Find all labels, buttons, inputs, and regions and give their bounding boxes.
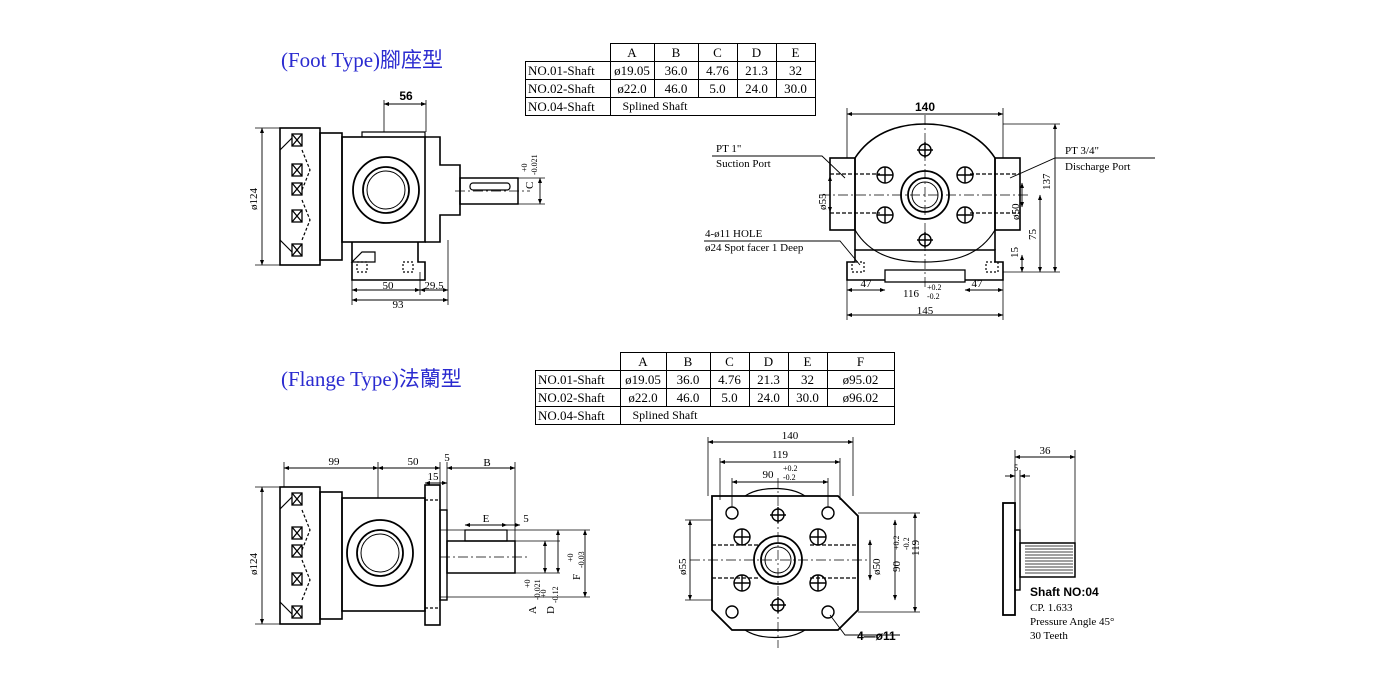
dim-50: ø50	[871, 558, 883, 575]
tol-A-minus: -0.021	[533, 579, 542, 600]
table-cell: 21.3	[736, 61, 777, 80]
dim-93: 93	[393, 299, 405, 311]
dim-90v: 90	[891, 561, 903, 573]
holes-label: 4—ø11	[857, 629, 896, 643]
hole-label: 4-ø11 HOLE	[705, 228, 763, 240]
dim-55: ø55	[817, 193, 829, 210]
foot-front-view	[704, 108, 1155, 320]
row-label: NO.01-Shaft	[525, 61, 611, 80]
tol-plus: +0	[520, 163, 529, 172]
table-row: NO.01-Shaft ø19.05 36.0 4.76 21.3 32 ø95…	[535, 370, 895, 389]
foot-spec-table: A B C D E NO.01-Shaft ø19.05 36.0 4.76 2…	[525, 43, 816, 116]
tol-plus: +0.2	[783, 464, 798, 473]
dim-E: E	[483, 513, 490, 525]
dim-D: D	[545, 606, 557, 614]
dim-36: 36	[1040, 445, 1052, 457]
table-header-row: A B C D E F	[535, 352, 895, 371]
tol-minus: -0.2	[783, 473, 796, 482]
dim-145: 145	[917, 305, 934, 317]
foot-type-title: (Foot Type)腳座型	[281, 48, 444, 72]
spline-title: Shaft NO:04	[1030, 585, 1099, 599]
table-row: NO.02-Shaft ø22.0 46.0 5.0 24.0 30.0 ø96…	[535, 388, 895, 407]
table-cell: ø22.0	[619, 388, 667, 407]
spline-shaft-view	[1002, 450, 1076, 616]
dim-F: F	[571, 574, 583, 580]
row-label: NO.04-Shaft	[535, 406, 621, 425]
table-row: NO.04-Shaft Splined Shaft	[525, 97, 816, 116]
pt1-sub: Suction Port	[716, 158, 771, 170]
dim-47b: 47	[972, 278, 984, 290]
flange-front-view	[685, 437, 920, 648]
dim-124: ø124	[248, 553, 260, 576]
table-cell: 4.76	[697, 61, 738, 80]
dim-15: 15	[1009, 247, 1021, 259]
foot-side-view	[255, 100, 545, 305]
dim-B: B	[483, 457, 490, 469]
dim-C: C	[524, 182, 536, 189]
dim-47a: 47	[861, 278, 873, 290]
dim-119: 119	[772, 449, 789, 461]
dim-90: 90	[763, 469, 775, 481]
dim-A: A	[527, 606, 539, 614]
flange-type-title: (Flange Type)法蘭型	[281, 367, 462, 391]
tol-F-plus: +0	[566, 553, 575, 562]
dim-55: ø55	[677, 558, 689, 575]
dim-5: 5	[1014, 463, 1019, 473]
pt34-sub: Discharge Port	[1065, 161, 1130, 173]
flange-side-view	[255, 462, 590, 626]
dim-29-5: 29.5	[424, 280, 444, 292]
dim-5a: 5	[444, 452, 450, 464]
dim-116: 116	[903, 288, 920, 300]
dim-56: 56	[399, 89, 413, 103]
flange-spec-table: A B C D E F NO.01-Shaft ø19.05 36.0 4.76…	[535, 352, 895, 425]
table-cell: 4.76	[709, 370, 750, 389]
table-row: NO.04-Shaft Splined Shaft	[535, 406, 895, 425]
dim-5b: 5	[523, 513, 529, 525]
dim-119v: 119	[910, 539, 922, 556]
pt34-label: PT 3/4"	[1065, 145, 1099, 157]
tol-plus: +0.2	[927, 283, 942, 292]
spline-cp: CP. 1.633	[1030, 602, 1073, 614]
table-cell: Splined Shaft	[609, 97, 816, 116]
tol-D-plus: +0	[539, 589, 548, 598]
tol-minus: -0.021	[530, 154, 539, 175]
table-cell: 36.0	[653, 61, 699, 80]
dim-137: 137	[1041, 173, 1053, 190]
table-cell: ø19.05	[619, 370, 667, 389]
table-cell: 46.0	[665, 388, 711, 407]
pt1-label: PT 1"	[716, 143, 741, 155]
dim-140: 140	[782, 430, 799, 442]
tol-A-plus: +0	[523, 579, 532, 588]
tol-plus-v: +0.2	[892, 535, 901, 550]
table-cell: ø95.02	[826, 370, 895, 389]
dim-140: 140	[915, 100, 935, 114]
tol-D-minus: -0.12	[551, 586, 560, 603]
row-label: NO.04-Shaft	[525, 97, 611, 116]
spline-angle: Pressure Angle 45°	[1030, 616, 1114, 628]
dim-15: 15	[428, 471, 440, 483]
table-cell: Splined Shaft	[619, 406, 895, 425]
table-cell: 21.3	[748, 370, 789, 389]
hole-sub: ø24 Spot facer 1 Deep	[705, 242, 804, 254]
tol-F-minus: -0.03	[577, 551, 586, 568]
dim-50: 50	[408, 456, 420, 468]
dim-99: 99	[329, 456, 341, 468]
table-row: NO.02-Shaft ø22.0 46.0 5.0 24.0 30.0	[525, 79, 816, 98]
tol-minus: -0.2	[927, 292, 940, 301]
tol-minus-v: -0.2	[902, 537, 911, 550]
dim-50: ø50	[1010, 203, 1022, 220]
table-row: NO.01-Shaft ø19.05 36.0 4.76 21.3 32	[525, 61, 816, 80]
dim-124: ø124	[248, 188, 260, 211]
dim-50: 50	[383, 280, 395, 292]
dim-75: 75	[1027, 229, 1039, 241]
spline-teeth: 30 Teeth	[1030, 630, 1068, 642]
table-cell: 5.0	[697, 79, 738, 98]
